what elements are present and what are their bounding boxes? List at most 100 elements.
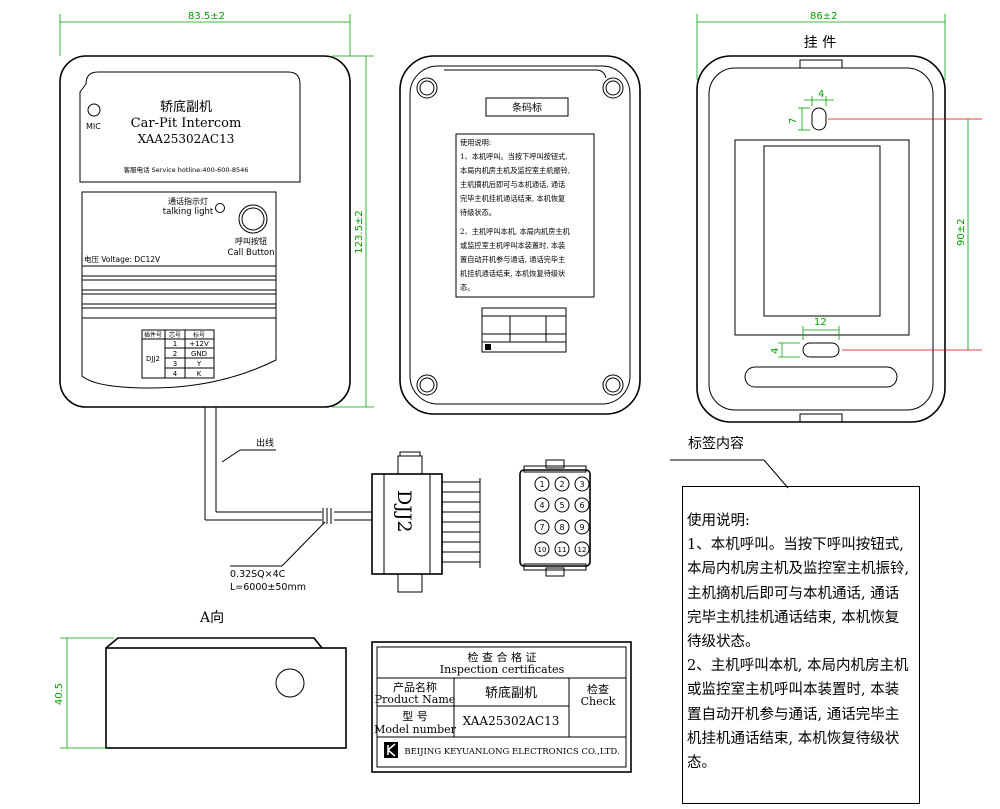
cert-check-en: Check — [581, 695, 616, 708]
pin-5 — [554, 497, 570, 513]
pin-10 — [534, 541, 550, 557]
back-instr-0: 使用说明: — [460, 138, 491, 147]
slot-h-dim: 4 — [770, 348, 781, 354]
hole-w-dim: 4 — [818, 89, 824, 100]
cert-check-cn: 检查 — [587, 682, 609, 696]
mount-hole-top — [811, 107, 827, 131]
hole-h-dim: 7 — [788, 118, 799, 124]
company-logo — [384, 742, 398, 758]
label-line-10: 态。 — [687, 755, 716, 772]
cable: 出线 0.32SQ×4C L=6000±50mm — [204, 407, 372, 593]
pin-table: 插件号 芯号 标号 DJJ2 1 +12V 2 GND 3 Y 4 K — [141, 329, 215, 379]
mount-width-dim: 86±2 — [810, 11, 837, 22]
talking-light-cn: 通话指示灯 — [168, 196, 208, 206]
call-button-en: Call Button — [227, 248, 274, 258]
pin-row-3-label: Y — [196, 360, 202, 368]
barcode-label-box — [485, 97, 569, 117]
pin-table-connector: DJJ2 — [146, 355, 160, 363]
cert-title-en: Inspection certificates — [440, 663, 565, 676]
back-screw-bl — [416, 374, 438, 396]
back-instr-1: 1、本机呼叫。当按下呼叫按钮式, — [460, 152, 567, 161]
front-title-en: Car-Pit Intercom — [131, 116, 242, 131]
label-line-0: 使用说明: — [687, 513, 750, 529]
pin-10-label: 10 — [538, 546, 547, 554]
back-screw-br — [602, 374, 624, 396]
cable-spec-2: L=6000±50mm — [230, 582, 306, 593]
back-instructions-box — [455, 133, 595, 298]
label-line-4: 完毕主机挂机通话结束, 本机恢复 — [687, 609, 900, 626]
mount-height-dim: 90±2 — [956, 219, 967, 246]
mini-cert — [481, 307, 567, 353]
cert-product-value: 轿底副机 — [485, 685, 537, 701]
side-view: A向 40.5 — [54, 610, 347, 749]
side-button — [275, 668, 305, 698]
back-instr-4: 完毕主机挂机通话结束, 本机恢复 — [460, 194, 565, 203]
pin-row-2-label: GND — [191, 350, 207, 358]
back-instr-7: 或监控室主机呼叫本装置时, 本装 — [460, 241, 565, 250]
plug-label: DJJ2 — [393, 490, 415, 533]
cert-model-value: XAA25302AC13 — [463, 714, 560, 728]
pin-row-4-label: K — [197, 370, 202, 378]
back-view: 条码标 使用说明: 1、本机呼叫。当按下呼叫按钮式, 本局内机房主机及监控室主机… — [399, 55, 641, 415]
back-instr-3: 主机摘机后即可与本机通话, 通话 — [460, 180, 565, 189]
cert-model-cn: 型 号 — [402, 709, 428, 723]
talking-light-en: talking light — [163, 207, 214, 217]
side-height-dim: 40.5 — [54, 683, 65, 705]
label-line-8: 置自动开机参与通话, 通话完毕主 — [687, 706, 900, 723]
pin-2 — [554, 476, 570, 492]
front-title-cn: 轿底副机 — [160, 99, 212, 115]
mic-label: MIC — [86, 122, 101, 131]
back-instr-10: 态。 — [460, 283, 474, 292]
call-button-cn: 呼叫按钮 — [235, 236, 267, 246]
front-width-dim: 83.5±2 — [188, 11, 225, 22]
label-line-9: 机挂机通话结束, 本机恢复待级状 — [687, 730, 900, 747]
back-screw-tr — [602, 77, 624, 99]
pin-7 — [534, 519, 550, 535]
back-body — [399, 55, 641, 415]
pin-11 — [554, 541, 570, 557]
cert-title-cn: 检 查 合 格 证 — [468, 650, 537, 664]
cert-product-name-en: Product Name — [375, 693, 456, 706]
label-line-5: 待级状态。 — [687, 634, 760, 651]
front-model: XAA25302AC13 — [138, 132, 235, 146]
label-line-3: 主机摘机后即可与本机通话, 通话 — [687, 585, 900, 602]
inspection-certificate: 检 查 合 格 证 Inspection certificates 产品名称 P… — [371, 641, 632, 773]
call-button-inner — [241, 207, 265, 231]
pin-2-label: 2 — [559, 480, 564, 489]
label-title: 标签内容 — [688, 435, 744, 452]
plug-side-view: DJJ2 — [371, 451, 481, 593]
front-height-dim: 123.5±2 — [354, 210, 365, 253]
cert-product-name-cn: 产品名称 — [393, 680, 437, 694]
cert-model-en: Model number — [374, 723, 457, 736]
label-content-box: 使用说明: 1、本机呼叫。当按下呼叫按钮式, 本局内机房主机及监控室主机振铃, … — [682, 486, 920, 804]
mount-slot — [802, 342, 840, 358]
pin-row-3-num: 3 — [173, 360, 177, 368]
lead-label: 出线 — [256, 437, 274, 449]
pin-table-h3: 标号 — [193, 331, 205, 339]
hotline: 客服电话 Service hotline:400-600-8546 — [124, 165, 249, 174]
label-line-1: 1、本机呼叫。当按下呼叫按钮式, — [687, 537, 904, 554]
pin-6 — [574, 497, 590, 513]
back-instr-5: 待级状态。 — [460, 208, 496, 217]
back-instr-9: 机挂机通话结束, 本机恢复待级状 — [460, 269, 565, 278]
mount-lower-slot — [744, 366, 898, 388]
pin-row-4-num: 4 — [173, 370, 178, 378]
pin-table-h2: 芯号 — [169, 331, 181, 339]
mount-view: 86±2 挂 件 4 7 90±2 12 4 — [696, 11, 982, 423]
pin-12-label: 12 — [578, 546, 587, 554]
pin-3-label: 3 — [579, 480, 584, 489]
plug-face-view: 1 2 3 4 5 6 7 8 9 10 11 12 — [519, 459, 591, 577]
pin-3 — [574, 476, 590, 492]
call-button — [238, 204, 268, 234]
label-line-6: 2、主机呼叫本机, 本局内机房主机 — [687, 658, 909, 675]
voltage-label: 电压 Voltage: DC12V — [84, 254, 161, 264]
front-lower-panel — [81, 191, 277, 389]
mount-title: 挂 件 — [804, 35, 836, 51]
back-instr-6: 2、主机呼叫本机, 本局内机房主机 — [460, 227, 571, 236]
pin-row-1-label: +12V — [189, 340, 209, 348]
cable-spec-1: 0.32SQ×4C — [230, 569, 286, 580]
label-leader: 标签内容 — [670, 435, 789, 489]
label-line-7: 或监控室主机呼叫本装置时, 本装 — [687, 682, 900, 699]
back-screw-tl — [416, 77, 438, 99]
